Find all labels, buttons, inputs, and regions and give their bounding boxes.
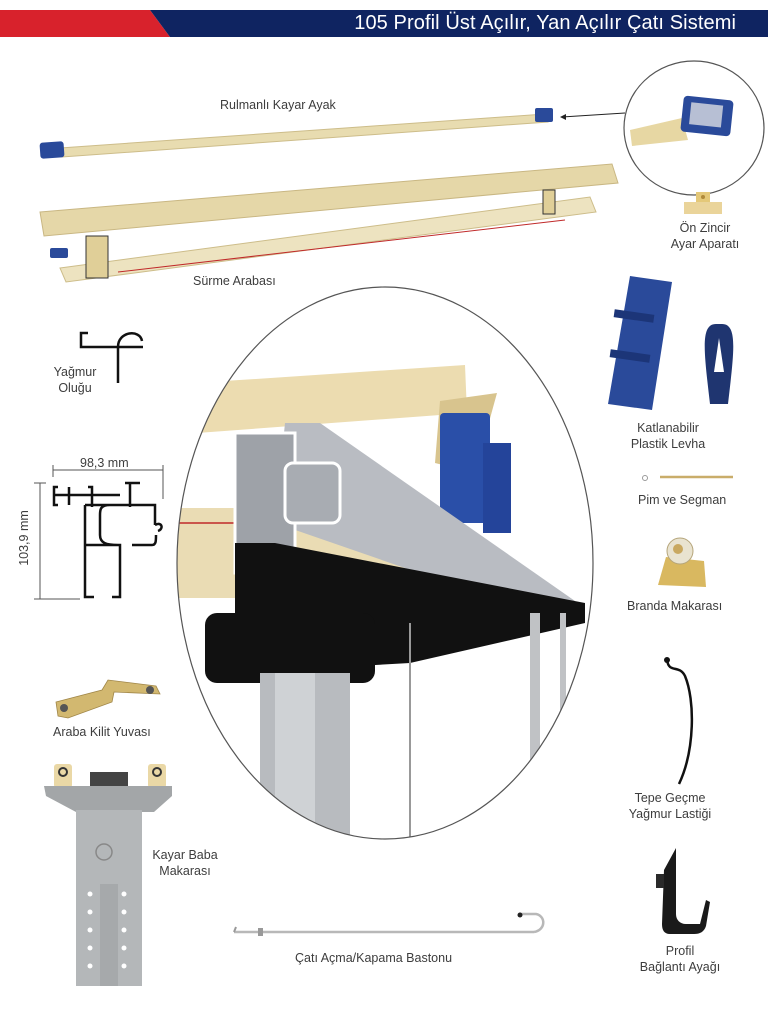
page-title: 105 Profil Üst Açılır, Yan Açılır Çatı S… [354,12,736,34]
katlanabilir-plastik-levha-image [608,276,734,410]
kayar-baba-makarasi-image [44,764,172,986]
label-line: Kayar Baba [152,848,218,862]
label-line: Yağmur [53,365,97,379]
label-line: Oluğu [58,381,92,395]
header-navy-stripe [150,10,768,37]
label-yagmur-olugu: Yağmur Oluğu [50,364,100,396]
label-line: Yağmur Lastiği [628,807,712,821]
profile-width-dimension: 98,3 mm [80,456,129,470]
label-line: Bağlantı Ayağı [639,960,721,974]
tepe-gecme-yagmur-lastigi-image [664,657,694,785]
label-line: Profil [665,944,695,958]
profile-cross-section-drawing [34,465,164,600]
yagmur-olugu-profile-icon [79,331,144,383]
label-branda-makarasi: Branda Makarası [627,599,723,613]
label-araba-kilit-yuvasi: Araba Kilit Yuvası [53,725,151,739]
profil-baglanti-ayagi-image [656,848,710,934]
label-on-zincir-ayar-aparati: Ön Zincir Ayar Aparatı [655,220,755,252]
label-tepe-gecme-yagmur-lastigi: Tepe Geçme Yağmur Lastiği [615,790,725,822]
pim-ve-segman-image [642,475,733,481]
label-line: Plastik Levha [630,437,706,451]
central-profile-detail-image [176,286,594,840]
magnified-detail-circle [623,60,765,196]
label-line: Makarası [159,864,211,878]
label-line: Ön Zincir [679,221,731,235]
cati-acma-kapama-bastonu-image [233,912,545,936]
label-kayar-baba-makarasi: Kayar Baba Makarası [140,847,230,879]
araba-kilit-yuvasi-image [55,679,161,719]
label-profil-baglanti-ayagi: Profil Bağlantı Ayağı [625,943,735,975]
label-rulmanli-kayar-ayak: Rulmanlı Kayar Ayak [220,98,336,112]
header-red-stripe [0,10,170,37]
label-line: Tepe Geçme [634,791,706,805]
page-header-banner: 105 Profil Üst Açılır, Yan Açılır Çatı S… [0,10,768,37]
label-surme-arabasi: Sürme Arabası [193,274,276,288]
label-pim-ve-segman: Pim ve Segman [638,493,727,507]
label-katlanabilir-plastik-levha: Katlanabilir Plastik Levha [618,420,718,452]
branda-makarasi-image [658,537,706,587]
on-zincir-ayar-aparati-image [684,192,722,214]
label-cati-acma-kapama-bastonu: Çatı Açma/Kapama Bastonu [295,951,453,965]
label-line: Ayar Aparatı [670,237,740,251]
label-line: Katlanabilir [637,421,699,435]
